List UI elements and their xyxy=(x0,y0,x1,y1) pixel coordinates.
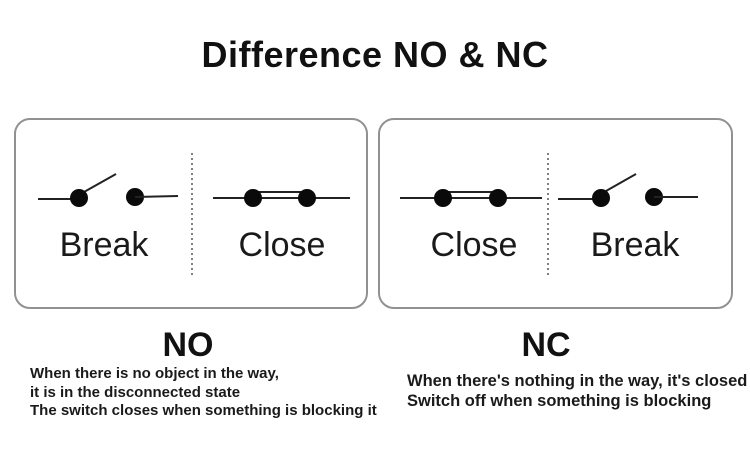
label-nc: NC xyxy=(521,326,571,364)
page-title: Difference NO & NC xyxy=(201,34,549,75)
panel-nc-diagram xyxy=(400,153,698,277)
description-no-line3: The switch closes when something is bloc… xyxy=(30,402,377,419)
description-no-line2: it is in the disconnected state xyxy=(30,383,241,401)
panel-nc: Close Break xyxy=(378,118,733,309)
description-nc: When there's nothing in the way, it's cl… xyxy=(407,372,747,411)
description-no: When there is no object in the way, it i… xyxy=(30,365,377,421)
panel-no-diagram xyxy=(38,153,350,277)
state-label-close: Close xyxy=(430,226,518,264)
panel-no: Break Close xyxy=(14,118,368,309)
open-switch-icon xyxy=(558,173,698,207)
closed-switch-icon xyxy=(213,189,350,207)
state-label-close: Close xyxy=(238,226,326,264)
state-label-break: Break xyxy=(590,226,680,264)
closed-switch-icon xyxy=(400,189,542,207)
description-nc-line2: Switch off when something is blocking xyxy=(407,391,712,410)
open-switch-icon xyxy=(38,173,179,207)
description-nc-line1: When there's nothing in the way, it's cl… xyxy=(407,372,748,390)
label-no: NO xyxy=(162,326,214,364)
description-no-line1: When there is no object in the way, xyxy=(30,365,279,382)
state-label-break: Break xyxy=(59,226,149,264)
